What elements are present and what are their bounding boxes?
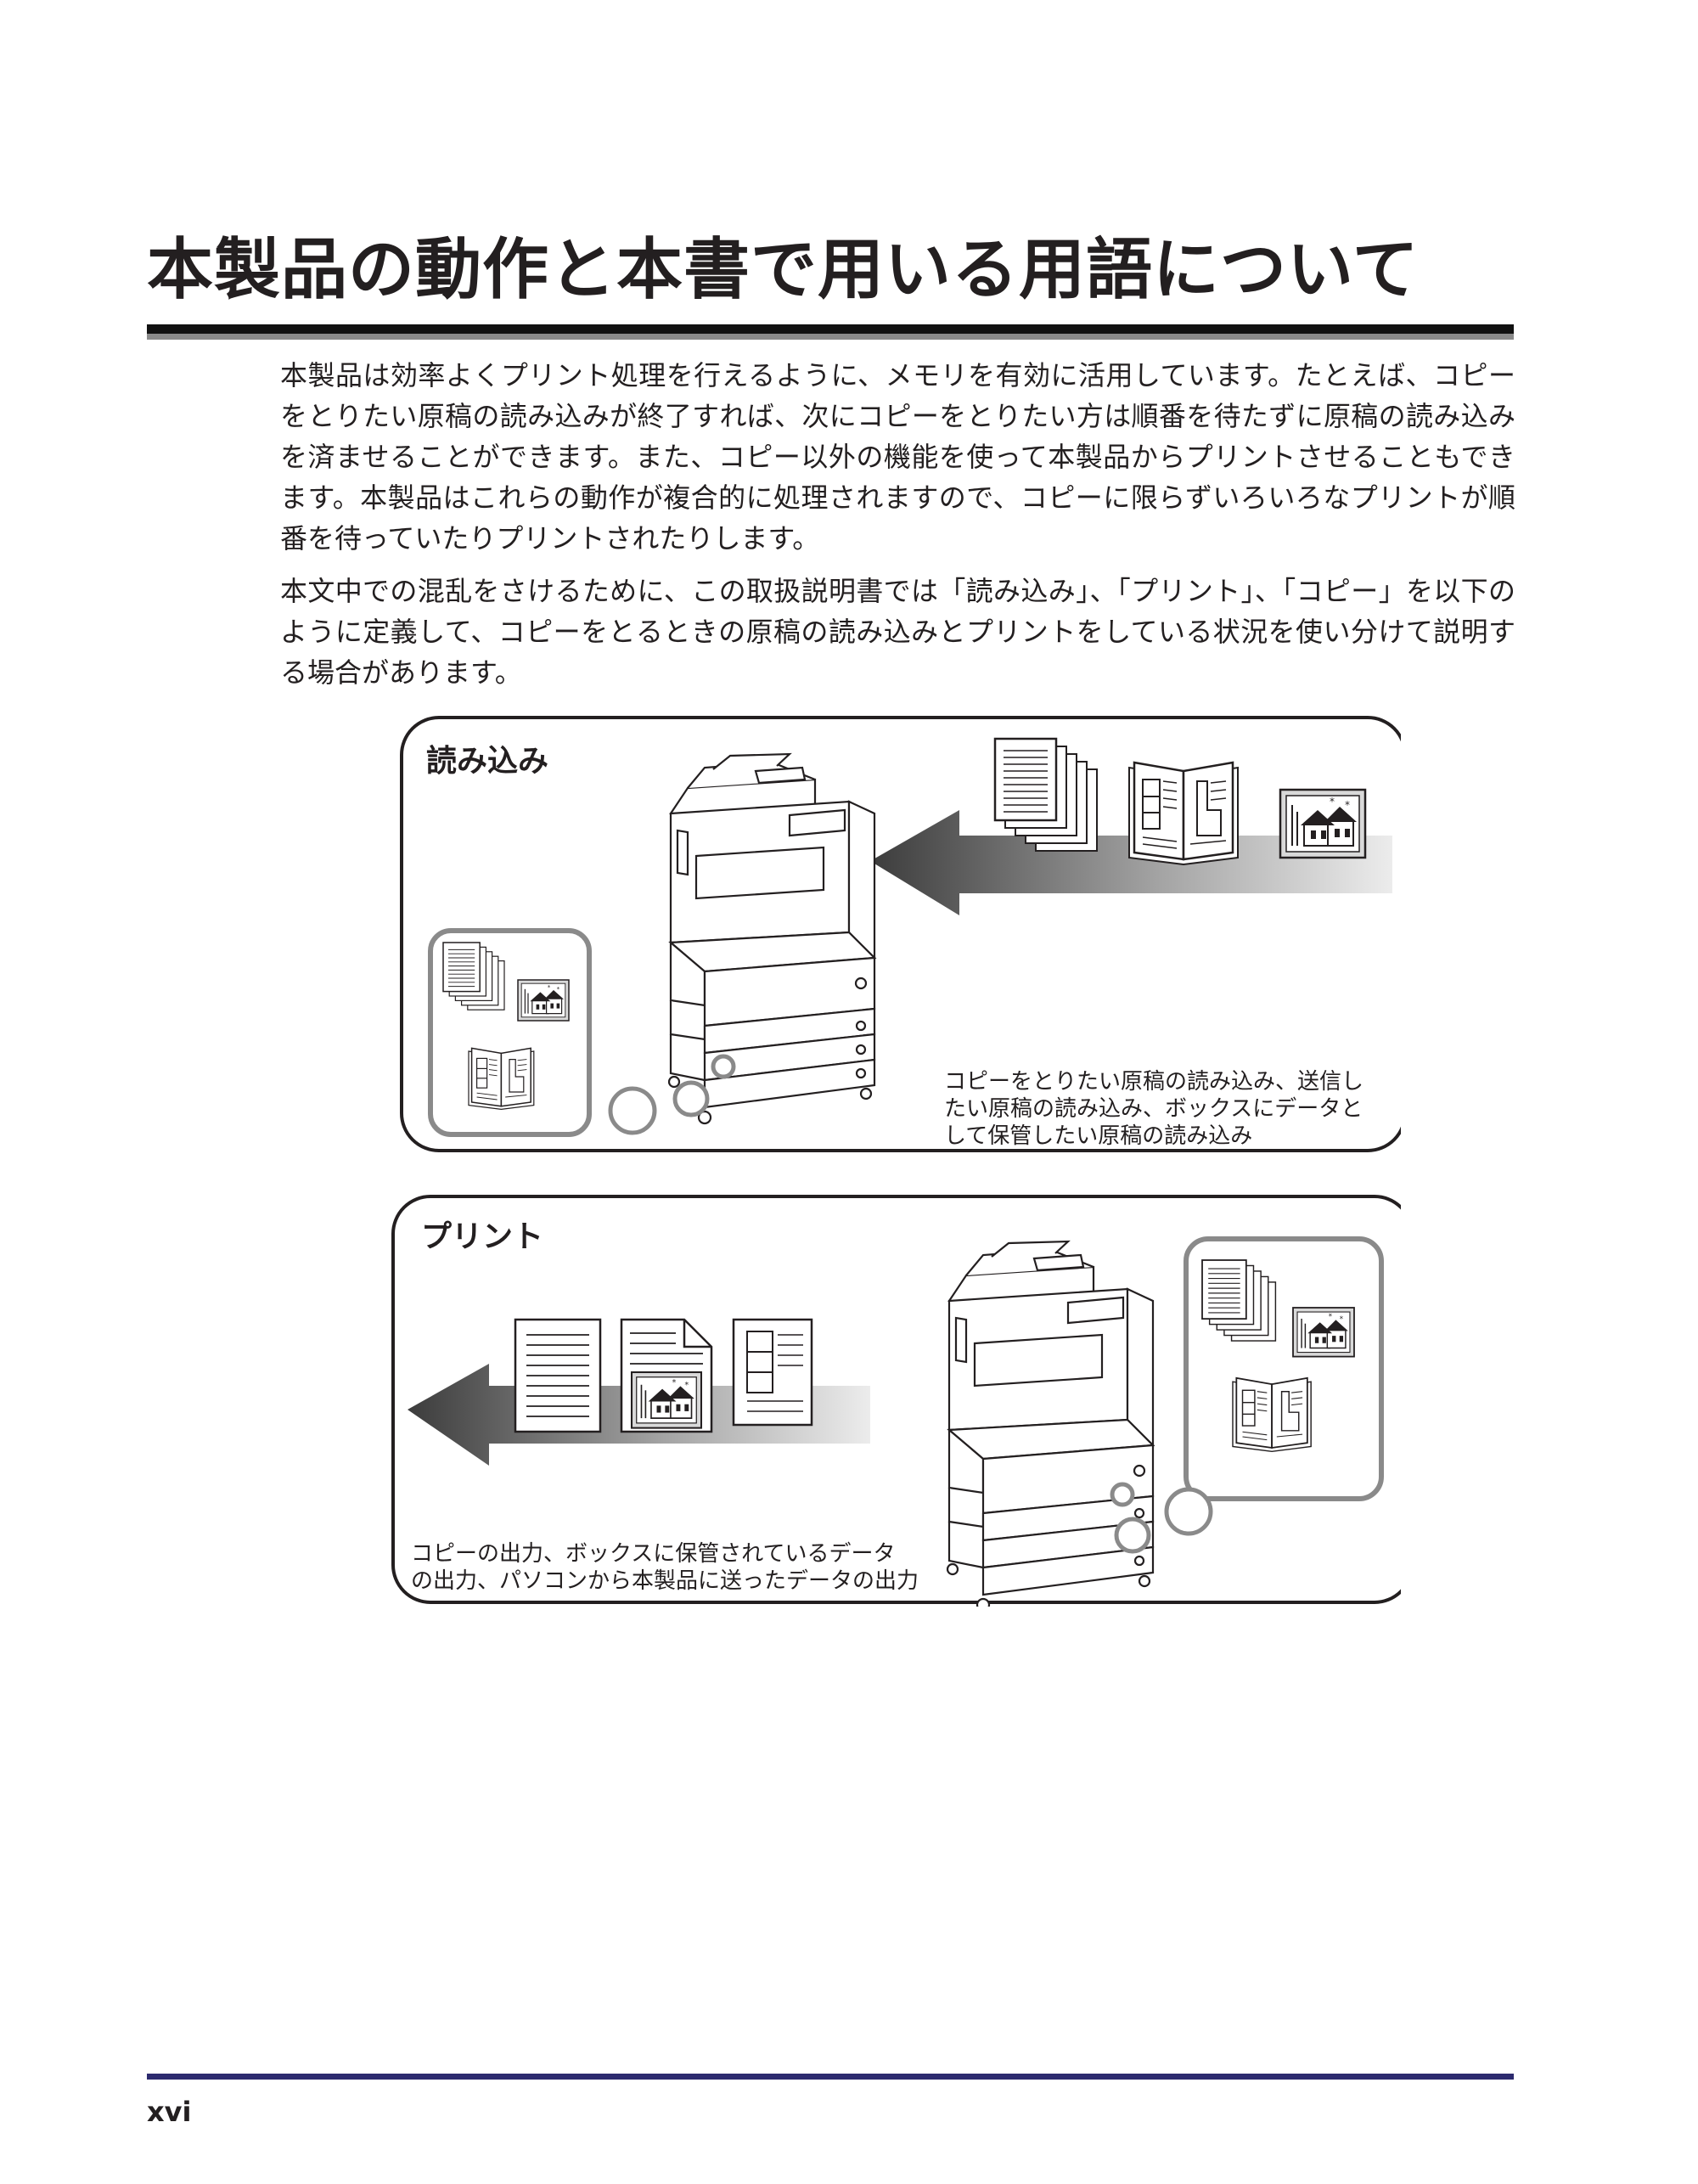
printed-layout-page-icon [732, 1318, 813, 1427]
body-text: 本製品は効率よくプリント処理を行えるように、メモリを有効に活用しています。たとえ… [280, 355, 1515, 705]
reading-arrow [870, 810, 1392, 915]
reading-caption-line-3: して保管したい原稿の読み込み [944, 1123, 1252, 1149]
printing-caption-line-1: コピーの出力、ボックスに保管されているデータ [411, 1541, 895, 1567]
photo-icon [1279, 788, 1367, 859]
book-icon [1127, 761, 1240, 866]
printed-text-page-icon [514, 1318, 602, 1433]
reading-caption-line-2: たい原稿の読み込み、ボックスにデータと [944, 1096, 1363, 1122]
printing-label: プリント [421, 1219, 543, 1254]
page-number: xvi [147, 2096, 192, 2128]
reading-label: 読み込み [426, 744, 548, 779]
title-rule-shadow [147, 334, 1514, 340]
reading-caption-line-1: コピーをとりたい原稿の読み込み、送信し [944, 1069, 1363, 1095]
printing-caption-line-2: の出力、パソコンから本製品に送ったデータの出力 [411, 1568, 919, 1594]
paragraph-1: 本製品は効率よくプリント処理を行えるように、メモリを有効に活用しています。たとえ… [280, 359, 1515, 554]
title-rule [147, 324, 1514, 334]
paragraph-2: 本文中での混乱をさけるために、この取扱説明書では「読み込み」、「プリント」、「コ… [280, 575, 1515, 689]
footer-rule [147, 2074, 1514, 2080]
printed-photo-page-icon [620, 1318, 713, 1433]
operation-diagram: * * [391, 716, 1401, 1607]
page-title: 本製品の動作と本書で用いる用語について [147, 232, 1420, 308]
